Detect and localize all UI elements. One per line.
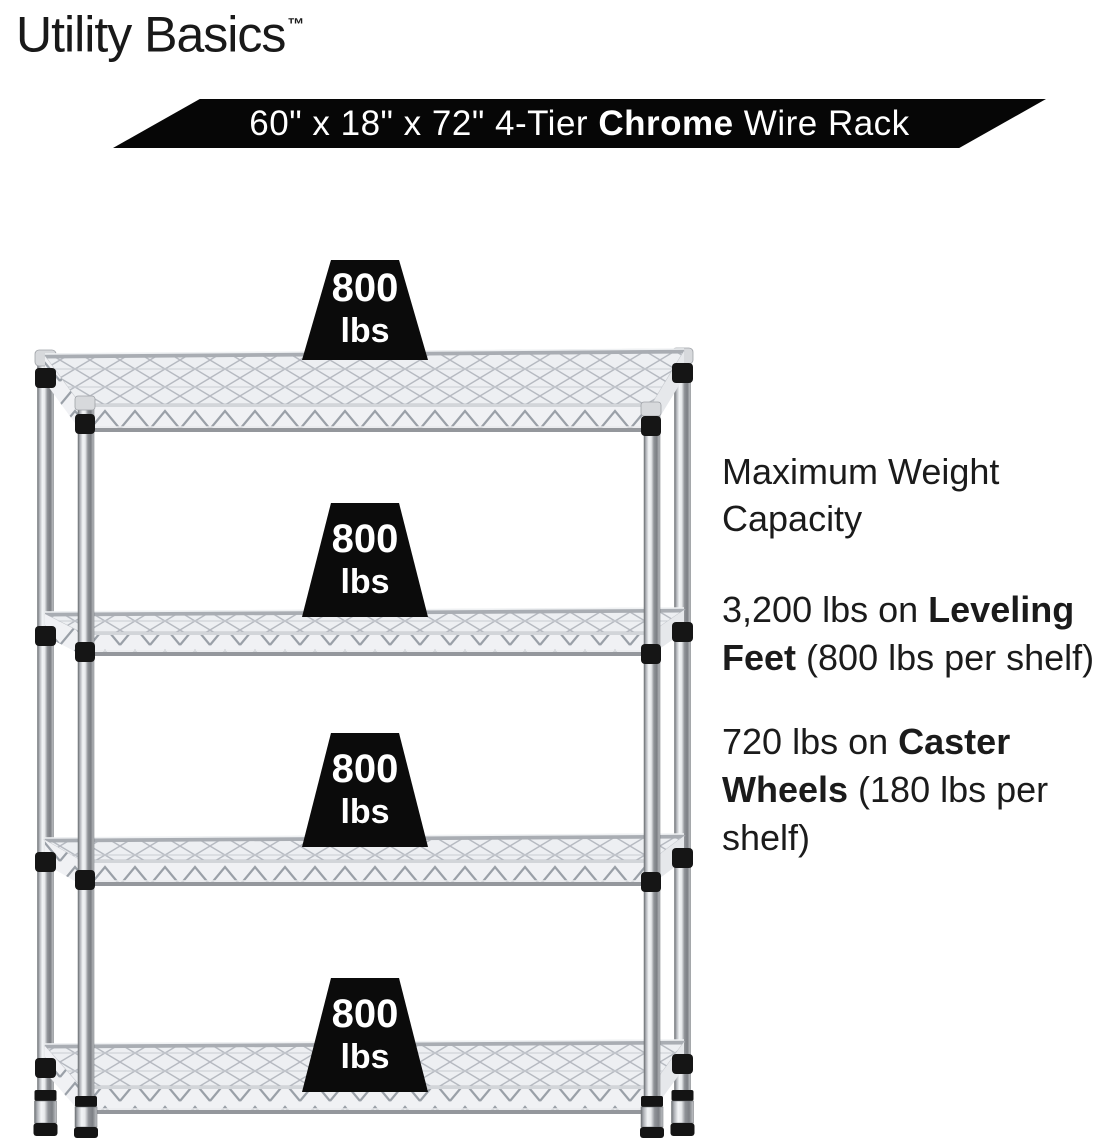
shelf-2 — [44, 607, 686, 656]
weight-unit: lbs — [340, 1038, 390, 1076]
weight-unit: lbs — [340, 312, 390, 350]
leveling-feet-paragraph: 3,200 lbs on Leveling Feet (800 lbs per … — [722, 589, 1095, 678]
leveling-feet — [33, 1090, 695, 1138]
rack-front-posts — [74, 395, 662, 1105]
title-banner: 60" x 18" x 72" 4-Tier Chrome Wire Rack — [113, 99, 1046, 148]
brand-name: Utility Basics — [16, 6, 286, 63]
leveling-foot — [640, 1096, 664, 1138]
weight-value: 800 — [331, 517, 399, 561]
banner-title-post: Wire Rack — [733, 103, 910, 143]
weight-capacity-info: Maximum Weight Capacity 3,200 lbs on Lev… — [722, 448, 1120, 862]
post-cap — [640, 401, 662, 417]
leveling-foot — [670, 1090, 695, 1136]
trademark-symbol: ™ — [287, 15, 305, 34]
banner-title-bold: Chrome — [598, 103, 734, 143]
banner-title-pre: 60" x 18" x 72" 4-Tier — [249, 103, 599, 143]
weight-unit: lbs — [340, 563, 390, 601]
post-cap — [74, 395, 96, 411]
post-collars — [35, 363, 693, 1078]
shelf-3 — [43, 833, 686, 886]
leveling-foot — [74, 1096, 98, 1138]
weight-unit: lbs — [340, 793, 390, 831]
shelf-1 — [44, 348, 685, 432]
capacity-heading: Maximum Weight Capacity — [722, 451, 1000, 539]
weight-value: 800 — [331, 266, 399, 310]
weight-value: 800 — [331, 747, 399, 791]
caster-wheels-paragraph: 720 lbs on Caster Wheels (180 lbs per sh… — [722, 721, 1049, 858]
weight-value: 800 — [331, 992, 399, 1036]
leveling-foot — [33, 1090, 58, 1136]
